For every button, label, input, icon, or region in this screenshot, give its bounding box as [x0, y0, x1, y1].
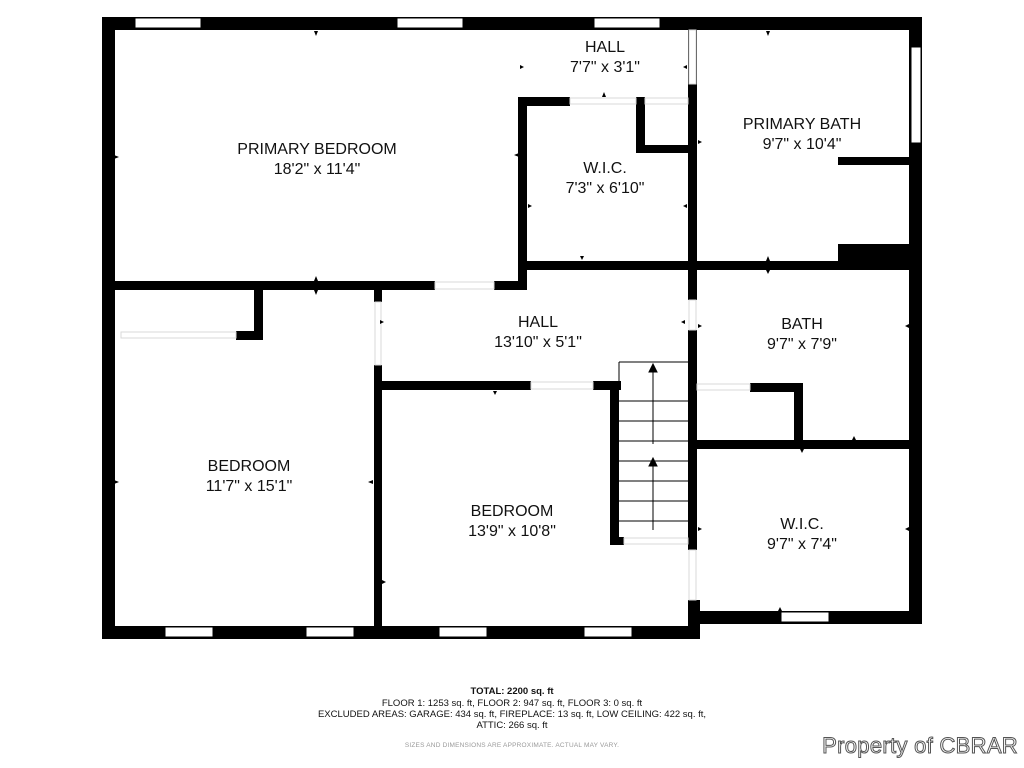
room-size: 7'7" x 3'1": [570, 59, 640, 76]
total-area: TOTAL: 2200 sq. ft: [470, 686, 554, 697]
room-size: 9'7" x 7'4": [767, 536, 837, 553]
room-label-wic-lower: W.I.C. 9'7" x 7'4": [767, 515, 837, 555]
room-size: 11'7" x 15'1": [205, 478, 293, 495]
floor-areas: FLOOR 1: 1253 sq. ft, FLOOR 2: 947 sq. f…: [381, 698, 643, 709]
room-size: 13'10" x 5'1": [494, 334, 582, 351]
room-label-wic-primary: W.I.C. 7'3" x 6'10": [566, 159, 645, 199]
room-label-bath: BATH 9'7" x 7'9": [767, 315, 837, 355]
watermark: Property of CBRAR: [822, 733, 1019, 759]
room-size: 13'9" x 10'8": [468, 523, 556, 540]
room-label-primary-bedroom: PRIMARY BEDROOM 18'2" x 11'4": [237, 140, 396, 180]
dimension-markers: [114, 31, 909, 611]
stairs: [618, 361, 688, 530]
room-label-primary-bath: PRIMARY BATH 9'7" x 10'4": [743, 115, 861, 155]
disclaimer: SIZES AND DIMENSIONS ARE APPROXIMATE. AC…: [404, 742, 620, 749]
room-label-bedroom-left: BEDROOM 11'7" x 15'1": [206, 457, 293, 497]
room-label-hall-top: HALL 7'7" x 3'1": [570, 38, 640, 78]
room-name: BEDROOM: [207, 458, 291, 475]
room-size: 18'2" x 11'4": [273, 161, 361, 178]
room-name: HALL: [584, 39, 626, 56]
area-breakdown: FLOOR 1: 1253 sq. ft, FLOOR 2: 947 sq. f…: [0, 698, 1024, 731]
room-name: W.I.C.: [583, 160, 627, 177]
room-name: BEDROOM: [470, 503, 554, 520]
room-size: 9'7" x 7'9": [767, 336, 837, 353]
room-name: W.I.C.: [780, 516, 824, 533]
room-size: 7'3" x 6'10": [565, 180, 645, 197]
room-label-bedroom-center: BEDROOM 13'9" x 10'8": [468, 502, 556, 542]
attic-area: ATTIC: 266 sq. ft: [476, 720, 548, 731]
excluded-areas: EXCLUDED AREAS: GARAGE: 434 sq. ft, FIRE…: [317, 709, 707, 720]
room-size: 9'7" x 10'4": [762, 136, 842, 153]
room-name: BATH: [781, 316, 823, 333]
room-name: PRIMARY BEDROOM: [237, 141, 397, 158]
room-label-hall-middle: HALL 13'10" x 5'1": [494, 313, 582, 353]
room-name: PRIMARY BATH: [742, 116, 862, 133]
door-openings: [120, 29, 751, 601]
windows: [134, 17, 922, 638]
room-name: HALL: [517, 314, 559, 331]
